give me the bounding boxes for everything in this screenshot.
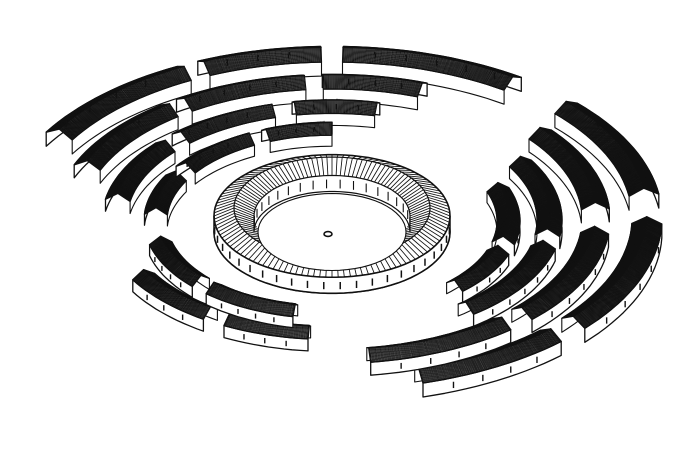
outermost-ring-segment-3 bbox=[554, 100, 660, 211]
middle-ring-segment-4 bbox=[457, 239, 556, 327]
outermost-ring-segment-0 bbox=[45, 65, 192, 155]
middle-ring bbox=[104, 98, 563, 352]
outer-ring bbox=[73, 73, 610, 376]
inner-ring-segment-4 bbox=[446, 244, 510, 303]
outermost-ring bbox=[45, 45, 663, 398]
inner-ring-segment-1 bbox=[175, 132, 256, 185]
inner-ring-segment-2 bbox=[260, 120, 333, 153]
well-icon bbox=[323, 230, 333, 238]
central-ring-building bbox=[213, 153, 451, 295]
middle-ring-segment-6 bbox=[132, 268, 218, 332]
inner-ring-segment-6 bbox=[148, 235, 210, 299]
middle-ring-segment-3 bbox=[508, 155, 563, 250]
ring-buildings-layer bbox=[45, 45, 663, 398]
outer-ring-segment-4 bbox=[511, 225, 610, 334]
inner-ring-segment-5 bbox=[205, 281, 299, 329]
outer-ring-segment-3 bbox=[528, 126, 610, 224]
middle-ring-segment-0 bbox=[104, 139, 176, 215]
outer-ring-segment-2 bbox=[321, 73, 428, 111]
middle-ring-segment-2 bbox=[291, 98, 381, 129]
inner-ring-segment-0 bbox=[143, 170, 187, 227]
outermost-ring-segment-4 bbox=[561, 215, 663, 343]
outermost-ring-segment-1 bbox=[197, 45, 323, 91]
outer-ring-segment-0 bbox=[73, 103, 179, 184]
outer-ring-segment-5 bbox=[366, 316, 512, 376]
inner-ring-segment-3 bbox=[486, 181, 521, 257]
inner-ring bbox=[143, 120, 521, 329]
